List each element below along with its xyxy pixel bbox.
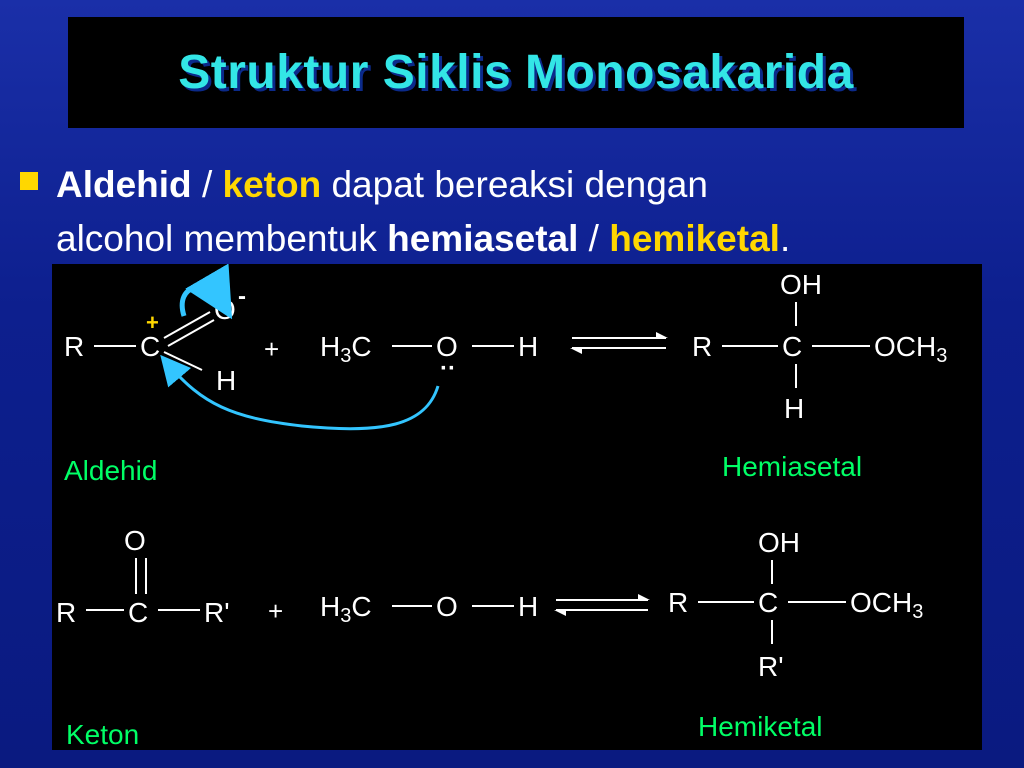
aldehyde-r: R: [64, 331, 84, 362]
methanol-h: H3C: [320, 331, 372, 367]
bullet-point: Aldehid / keton dapat bereaksi dengan al…: [20, 158, 1010, 266]
title-box: Struktur Siklis Monosakarida: [68, 17, 964, 128]
bullet-marker: [20, 172, 38, 190]
label-aldehid: Aldehid: [64, 455, 157, 486]
methanol-o: O: [436, 331, 458, 362]
hemiacetal-h: H: [784, 393, 804, 424]
reaction-diagram: R C + O - H + H3C O ·· H: [56, 263, 947, 750]
hemiacetal-oh: OH: [780, 269, 822, 300]
ketone-o: O: [124, 525, 146, 556]
ketone-r: R: [56, 597, 76, 628]
positive-charge: +: [146, 310, 159, 335]
ketone-c: C: [128, 597, 148, 628]
hemiketal-och3: OCH3: [850, 587, 923, 623]
slide-title: Struktur Siklis Monosakarida: [178, 46, 854, 99]
ketone-r-prime: R': [204, 597, 230, 628]
reaction-panel: R C + O - H + H3C O ·· H: [52, 263, 982, 750]
plus-sign-top: +: [264, 334, 279, 364]
hemiketal-r: R: [668, 587, 688, 618]
label-keton: Keton: [66, 719, 139, 750]
methanol-o-b: O: [436, 591, 458, 622]
bullet-line-1: Aldehid / keton dapat bereaksi dengan: [56, 164, 708, 205]
electron-shift-arrow: [179, 263, 233, 320]
hemiketal-c: C: [758, 587, 778, 618]
aldehyde-h: H: [216, 365, 236, 396]
label-hemiasetal: Hemiasetal: [722, 451, 862, 482]
nucleophilic-attack-arrow: [160, 354, 440, 431]
hemiketal-r-prime: R': [758, 651, 784, 682]
negative-charge: -: [238, 283, 246, 310]
methanol-h-end-b: H: [518, 591, 538, 622]
lone-pair: ··: [440, 355, 456, 382]
hemiacetal-c: C: [782, 331, 802, 362]
ketone-reaction: O R C R' + H3C O H OH R C: [56, 525, 923, 750]
aldehyde-reaction: R C + O - H + H3C O ·· H: [64, 263, 947, 486]
label-hemiketal: Hemiketal: [698, 711, 822, 742]
hemiacetal-och3: OCH3: [874, 331, 947, 367]
methanol-h-end: H: [518, 331, 538, 362]
aldehyde-c: C: [140, 331, 160, 362]
hemiketal-oh: OH: [758, 527, 800, 558]
bullet-line-2: alcohol membentuk hemiasetal / hemiketal…: [56, 218, 791, 259]
plus-sign-bottom: +: [268, 596, 283, 626]
hemiacetal-r: R: [692, 331, 712, 362]
methanol-h-b: H3C: [320, 591, 372, 627]
